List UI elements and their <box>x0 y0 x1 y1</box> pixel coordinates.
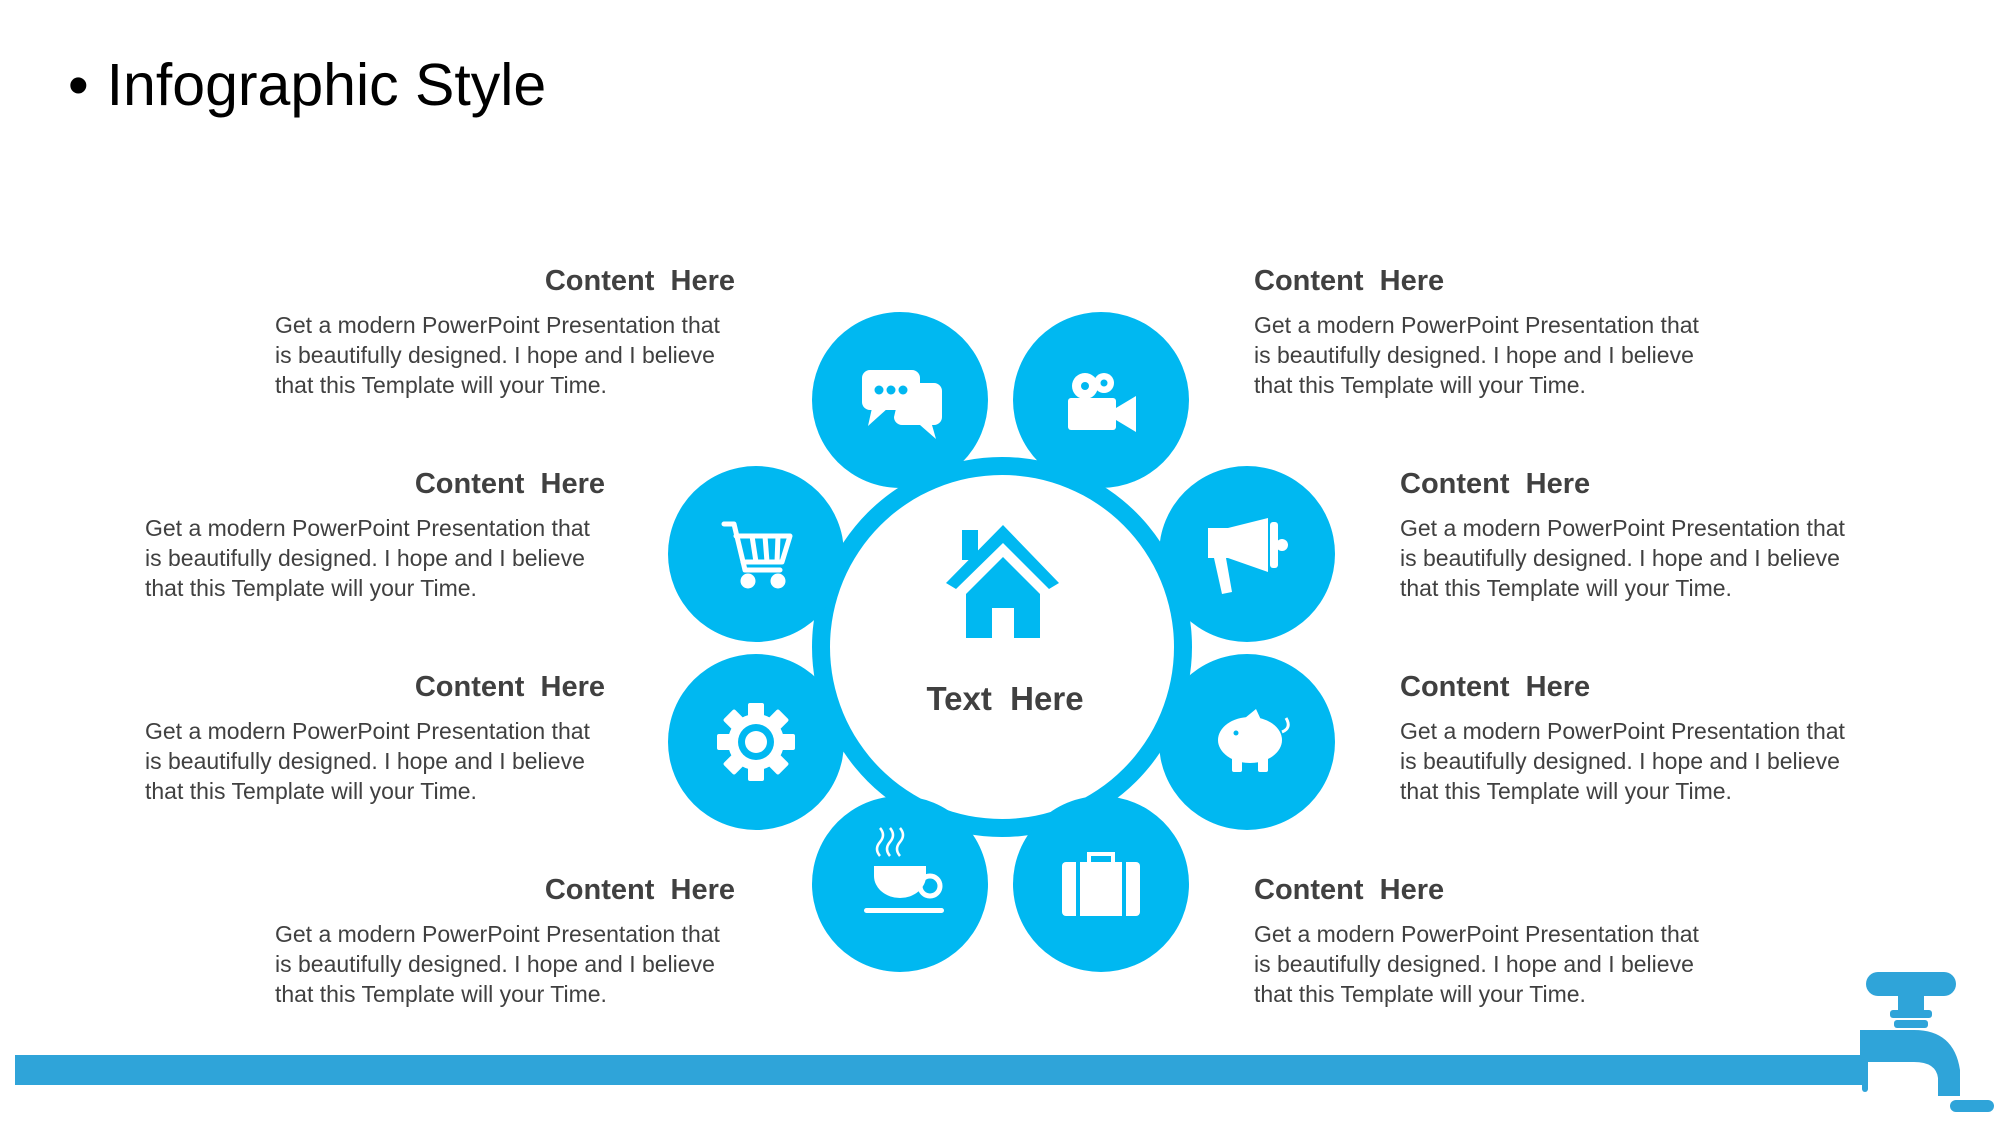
house-icon <box>946 525 1059 638</box>
content-body: Get a modern PowerPoint Presentation tha… <box>275 921 720 1007</box>
content-heading: Content Here <box>1254 265 1445 297</box>
content-heading: Content Here <box>544 874 735 906</box>
video-camera-icon <box>1068 373 1136 432</box>
content-heading: Content Here <box>1400 671 1591 703</box>
content-body: Get a modern PowerPoint Presentation tha… <box>275 312 720 398</box>
content-heading: Content Here <box>1400 468 1591 500</box>
piggy-bank-icon <box>1218 709 1290 772</box>
petal-circle-7[interactable] <box>812 796 988 972</box>
content-block-4: Content Here Get a modern PowerPoint Pre… <box>1400 467 1860 603</box>
petal-circle-5[interactable] <box>668 654 844 830</box>
petal-circle-2[interactable] <box>1013 312 1189 488</box>
briefcase-icon <box>1062 852 1140 916</box>
title-bullet: • <box>68 52 89 118</box>
slide-title-text: Infographic Style <box>106 52 547 118</box>
content-heading: Content Here <box>1254 874 1445 906</box>
petal-circle-6[interactable] <box>1159 654 1335 830</box>
content-block-3: Content Here Get a modern PowerPoint Pre… <box>145 467 605 603</box>
content-block-5: Content Here Get a modern PowerPoint Pre… <box>145 670 605 806</box>
content-body: Get a modern PowerPoint Presentation tha… <box>1254 921 1699 1007</box>
petal-circle-8[interactable] <box>1013 796 1189 972</box>
content-block-8: Content Here Get a modern PowerPoint Pre… <box>1254 873 1714 1009</box>
content-body: Get a modern PowerPoint Presentation tha… <box>145 515 590 601</box>
faucet-icon <box>1860 972 1994 1112</box>
petal-circle-1[interactable] <box>812 312 988 488</box>
chat-bubbles-icon <box>862 370 942 439</box>
shopping-cart-icon <box>721 521 793 589</box>
content-block-6: Content Here Get a modern PowerPoint Pre… <box>1400 670 1860 806</box>
coffee-cup-icon <box>864 827 944 913</box>
content-heading: Content Here <box>544 265 735 297</box>
content-block-7: Content Here Get a modern PowerPoint Pre… <box>275 873 735 1009</box>
petal-circle-3[interactable] <box>668 466 844 642</box>
center-label: Text Here <box>926 680 1084 717</box>
content-body: Get a modern PowerPoint Presentation tha… <box>1254 312 1699 398</box>
water-pipe <box>15 1055 1867 1085</box>
content-body: Get a modern PowerPoint Presentation tha… <box>1400 718 1845 804</box>
content-block-2: Content Here Get a modern PowerPoint Pre… <box>1254 264 1714 400</box>
content-heading: Content Here <box>414 671 605 703</box>
content-body: Get a modern PowerPoint Presentation tha… <box>1400 515 1845 601</box>
center-disc <box>830 475 1174 819</box>
content-heading: Content Here <box>414 468 605 500</box>
megaphone-icon <box>1208 518 1288 594</box>
slide-title: • Infographic Style <box>68 50 546 120</box>
gear-icon <box>717 703 795 781</box>
content-block-1: Content Here Get a modern PowerPoint Pre… <box>275 264 735 400</box>
content-body: Get a modern PowerPoint Presentation tha… <box>145 718 590 804</box>
petal-circle-4[interactable] <box>1159 466 1335 642</box>
